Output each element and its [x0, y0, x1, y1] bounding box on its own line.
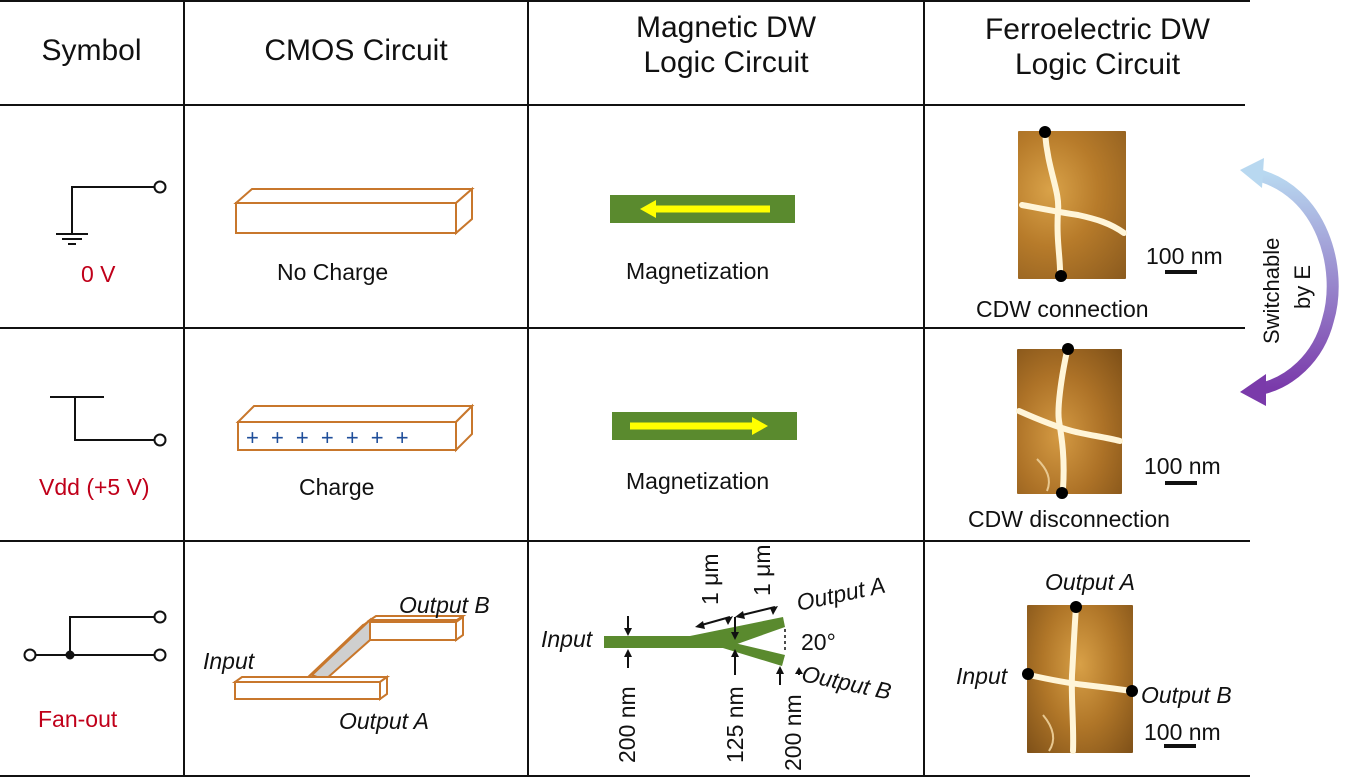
header-magnetic-line1: Magnetic DW [635, 11, 817, 44]
fanout-symbol [23, 610, 167, 662]
bottom-border [0, 775, 1250, 777]
dw-connection-lines [1019, 130, 1127, 280]
header-ferro-line1: Ferroelectric DW [984, 13, 1210, 46]
header-cmos: CMOS Circuit [264, 34, 448, 67]
contact-dot-output-a [1070, 601, 1082, 613]
contact-dot-top-1 [1039, 126, 1051, 138]
contact-dot-input [1022, 668, 1034, 680]
cmos-wire-charged [235, 403, 475, 453]
mag-dim-1um-b: 1 μm [749, 544, 775, 596]
mag-dim-125nm: 125 nm [722, 686, 748, 763]
row-divider-1 [0, 327, 1245, 329]
scale-bar-3 [1164, 744, 1196, 748]
mag-dim-angle: 20° [801, 629, 836, 655]
scale-bar-2 [1165, 481, 1197, 485]
col-divider-1 [183, 0, 185, 777]
magnetization-label-1: Magnetization [626, 258, 770, 284]
header-magnetic: Magnetic DW Logic Circuit [529, 10, 923, 80]
dw-fanout-lines [1026, 604, 1134, 754]
magnet-bar-right [612, 412, 797, 440]
symbol-label-fanout: Fan-out [38, 706, 118, 732]
top-border [0, 0, 1250, 2]
ferro-label-output-a: Output A [1045, 569, 1135, 595]
switchable-label-1: Switchable [1259, 237, 1284, 344]
mag-label-input: Input [541, 626, 593, 652]
header-magnetic-line2: Logic Circuit [643, 46, 809, 79]
header-ferro-line2: Logic Circuit [1014, 48, 1181, 81]
row-divider-2 [0, 540, 1250, 542]
dw-disconnection-lines [1016, 348, 1123, 492]
contact-dot-bottom-1 [1055, 270, 1067, 282]
mag-dim-200nm-in: 200 nm [614, 686, 640, 763]
header-symbol: Symbol [41, 34, 142, 67]
header-ferro: Ferroelectric DW Logic Circuit [925, 12, 1270, 82]
contact-dot-top-2 [1062, 343, 1074, 355]
scale-label-3: 100 nm [1144, 719, 1221, 745]
cmos-label-no-charge: No Charge [277, 259, 389, 285]
contact-dot-output-b [1126, 685, 1138, 697]
mag-dim-1um-a: 1 μm [697, 553, 723, 605]
symbol-label-vdd: Vdd (+5 V) [39, 474, 150, 500]
ferro-label-input: Input [956, 663, 1008, 689]
magnet-bar-left [610, 195, 795, 223]
scale-label-1: 100 nm [1146, 243, 1223, 269]
symbol-label-0v: 0 V [81, 261, 116, 287]
cmos-wire-uncharged [233, 186, 475, 236]
ground-symbol [56, 180, 167, 245]
cmos-fanout-wire [231, 615, 467, 701]
col-divider-2 [527, 0, 529, 777]
vdd-symbol [50, 396, 167, 447]
mag-dim-200nm-out: 200 nm [780, 694, 806, 771]
afm-image-disconnection [1017, 349, 1122, 494]
scale-label-2: 100 nm [1144, 453, 1221, 479]
cmos-label-input: Input [203, 648, 255, 674]
magnetic-fanout-nanowire [604, 606, 803, 685]
charge-signs: + + + + + + + [246, 425, 412, 450]
switchable-label-2: by E [1290, 264, 1315, 309]
col-divider-3 [923, 0, 925, 777]
ferro-label-connection: CDW connection [976, 296, 1149, 322]
contact-dot-bottom-2 [1056, 487, 1068, 499]
cmos-label-output-b: Output B [399, 592, 490, 618]
cmos-label-charge: Charge [299, 474, 375, 500]
scale-bar-1 [1165, 270, 1197, 274]
ferro-label-disconnection: CDW disconnection [968, 506, 1170, 532]
magnetization-label-2: Magnetization [626, 468, 770, 494]
cmos-label-output-a: Output A [339, 708, 429, 734]
header-divider [0, 104, 1245, 106]
switchable-arrow [1240, 158, 1339, 406]
ferro-label-output-b: Output B [1141, 682, 1232, 708]
